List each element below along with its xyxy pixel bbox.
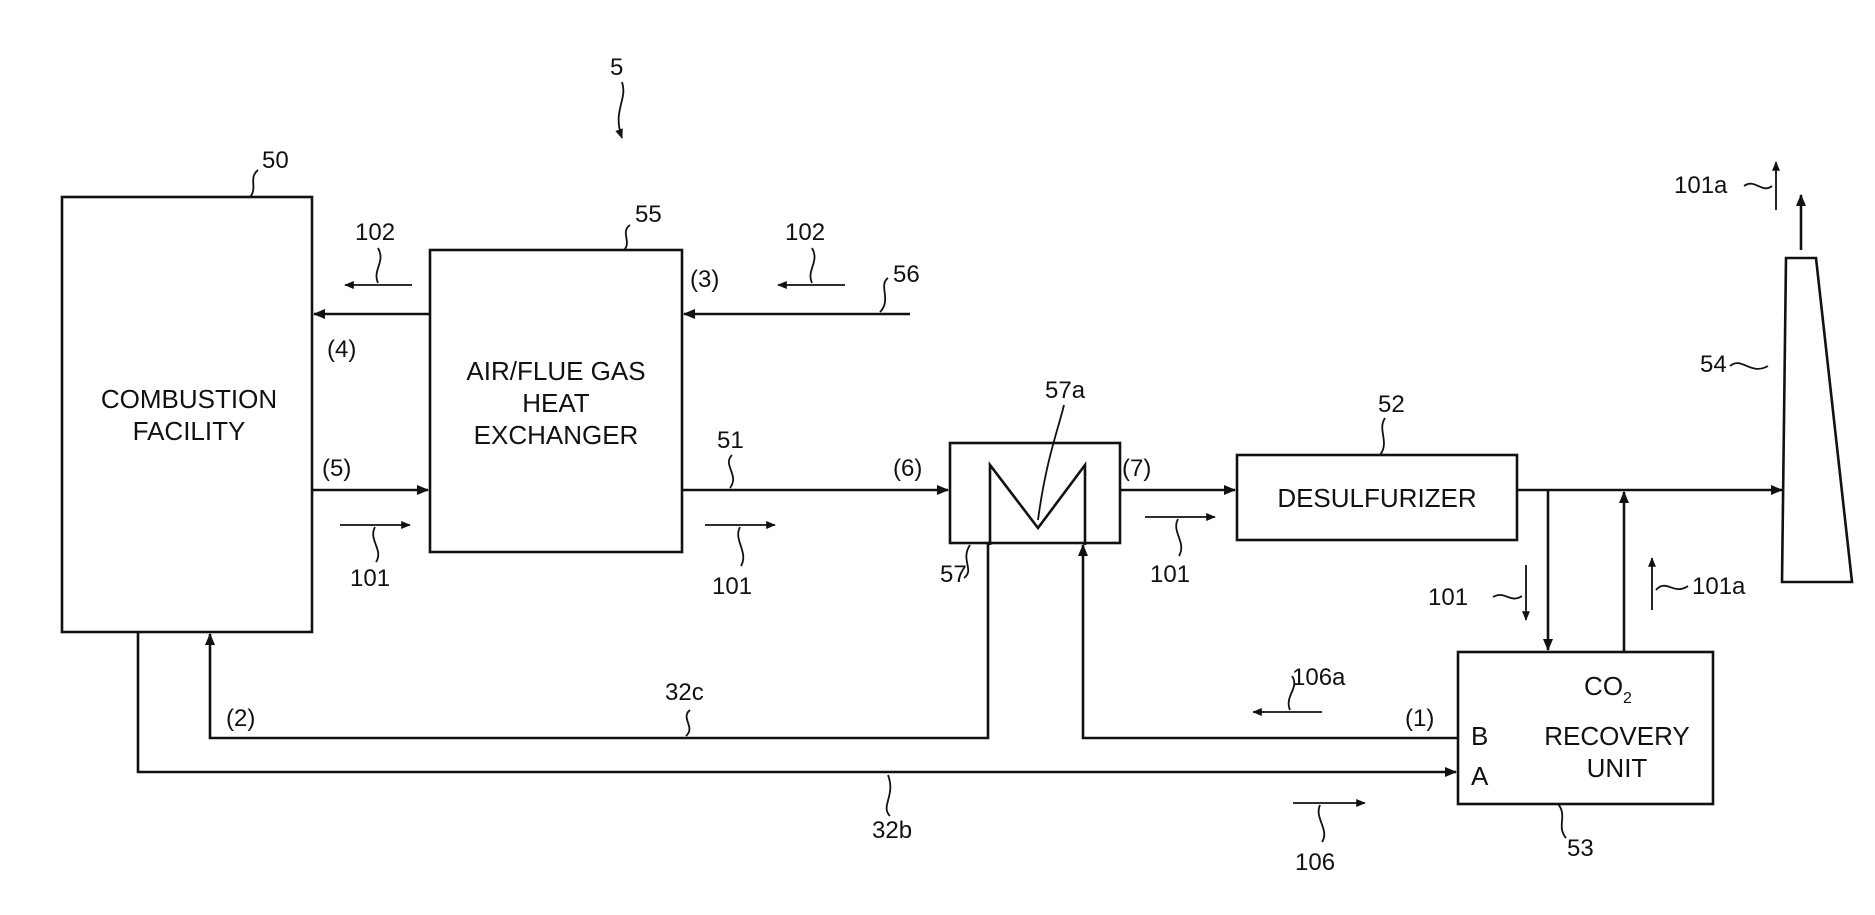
gas-heater-box [950,443,1120,543]
heat-exchanger-label-line1: AIR/FLUE GAS [466,356,645,386]
desulfurizer-label: DESULFURIZER [1277,483,1476,513]
combustion-facility-label-line2: FACILITY [133,416,246,446]
flue-gas-flow-1-leader [373,527,378,562]
stack-chimney [1782,258,1852,582]
line-32c [210,543,988,738]
heat-exchanger-label-line2: HEAT [522,388,590,418]
desulfurizer-ref: 52 [1378,391,1405,418]
combustion-facility-label-line1: COMBUSTION [101,384,277,414]
gas-heater-element-ref: 57a [1045,377,1086,404]
combustion-facility-ref: 50 [262,147,289,174]
co2-recovery-unit-ref: 53 [1567,835,1594,862]
absorbent-flow-label: 106 [1295,849,1335,876]
port-b-label: B [1471,721,1488,751]
heat-exchanger-ref: 55 [635,201,662,228]
air-flow-label-left: 102 [355,219,395,246]
point-2-label: (2) [226,705,255,732]
combustion-facility-ref-leader [250,170,258,197]
figure-number: 5 [610,54,623,81]
point-1-label: (1) [1405,705,1434,732]
combustion-facility-box [62,197,312,632]
stack-ref: 54 [1700,351,1727,378]
clean-gas-flow-1-leader [1656,586,1688,590]
absorbent-return-flow-label: 106a [1292,664,1346,691]
heat-exchanger-label-line3: EXCHANGER [474,420,639,450]
clean-gas-flow-label-1: 101a [1692,573,1746,600]
stack-ref-leader [1730,363,1768,369]
co2-subscript: 2 [1623,690,1632,707]
co2-main: CO [1584,671,1623,701]
point-3-label: (3) [690,266,719,293]
point-6-label: (6) [893,455,922,482]
figure-number-arrow [619,82,624,138]
air-flow-label-right: 102 [785,219,825,246]
air-line-56-leader [880,278,888,312]
line-32c-ref: 32c [665,679,704,706]
co2-recovery-unit-label-line3: UNIT [1587,753,1648,783]
line-32b-leader [887,775,891,816]
point-7-label: (7) [1122,455,1151,482]
gas-heater-ref: 57 [940,561,967,588]
flue-gas-flow-label-1: 101 [350,565,390,592]
air-flow-left-leader [376,248,380,283]
co2-recovery-unit-ref-leader [1558,804,1566,838]
air-line-56-ref: 56 [893,261,920,288]
air-flow-right-leader [810,248,814,283]
line-from-port-b [1083,545,1458,738]
flue-gas-flow-label-3: 101 [1150,561,1190,588]
desulfurizer-ref-leader [1380,418,1385,455]
duct-51-ref: 51 [717,427,744,454]
duct-51-leader [729,455,733,488]
clean-gas-flow-2-leader [1744,184,1772,189]
port-a-label: A [1471,761,1489,791]
absorbent-flow-leader [1319,805,1325,842]
co2-recovery-unit-label-line2: RECOVERY [1544,721,1689,751]
flue-gas-flow-label-2: 101 [712,573,752,600]
flue-gas-flow-3-leader [1176,519,1181,556]
line-32b [138,632,1456,772]
heat-exchanger-ref-leader [624,225,630,250]
flue-gas-flow-label-4: 101 [1428,584,1468,611]
point-5-label: (5) [322,455,351,482]
line-32b-ref: 32b [872,817,912,844]
clean-gas-flow-label-2: 101a [1674,172,1728,199]
point-4-label: (4) [327,336,356,363]
flue-gas-flow-2-leader [738,527,743,566]
flue-gas-flow-4-leader [1493,595,1522,599]
line-32c-leader [686,710,690,736]
